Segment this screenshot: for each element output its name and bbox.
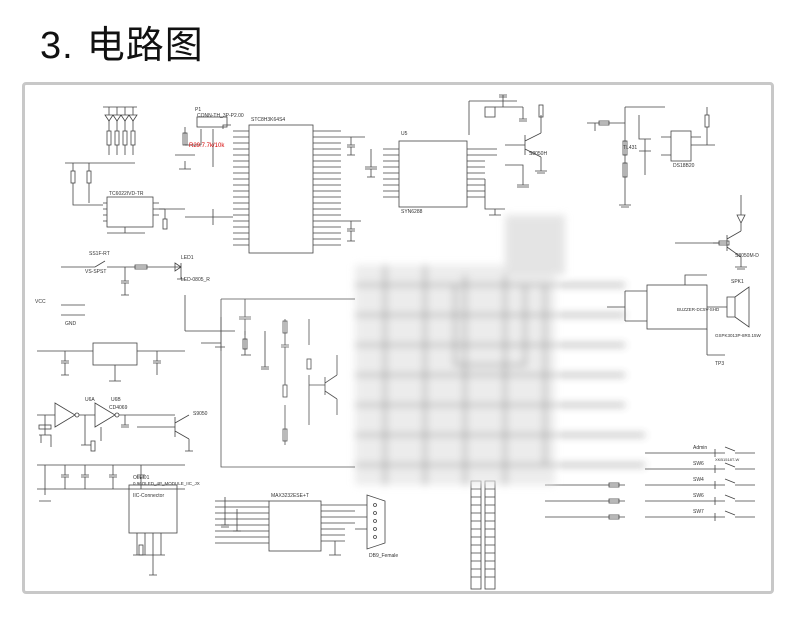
u6b-label: U6B [111, 397, 121, 403]
header-connector [470, 480, 496, 590]
u4-chip [103, 196, 185, 234]
u4-part-label: TC6022IVD-TR [109, 191, 144, 197]
key-5-label: SW7 [693, 509, 704, 515]
spk1-label: SPK1 [731, 279, 744, 285]
blurred-region [355, 215, 645, 485]
u3-rs232 [215, 497, 355, 556]
led1-part-label: LED-0805_R [181, 277, 210, 283]
ss1-label: SS1F-RT [89, 251, 110, 257]
u5-speech-chip [365, 140, 529, 216]
reference-circuit [587, 106, 715, 208]
page-title: 3. 电路图 [40, 14, 204, 69]
pwm-section [184, 295, 269, 370]
key-4-label: SW6 [693, 493, 704, 499]
ds18b20-label: DS18B20 [673, 163, 695, 169]
q2-part-label: S8050M-D [735, 253, 759, 259]
u2-part-label: STC8H3K64S4 [251, 117, 285, 123]
r29-note: R29:7.7k/10k [189, 143, 225, 149]
q3-part-label: S9050 [193, 411, 208, 417]
spk1-part-label: GSPK3013P-8R0.15W [715, 333, 762, 338]
tl431-label: TL431 [623, 145, 637, 151]
u6-part-label: CD4069 [109, 405, 128, 411]
tp-label: TP3 [715, 361, 724, 367]
u3-part-label: MAX3232ESE+T [271, 493, 309, 499]
section-title: 电路图 [86, 23, 204, 67]
decoupling-caps [37, 464, 185, 502]
led1-label: LED1 [181, 255, 194, 261]
led-resistor-network [65, 106, 138, 206]
key-switches [545, 446, 755, 521]
u5-label: U5 [401, 131, 408, 137]
oled-module [128, 484, 178, 576]
switch-led-row [61, 260, 185, 316]
oled-part-label: 0.96OLED_4P_MODULE_IIC_JX [133, 481, 200, 486]
q2-transistor [675, 195, 747, 270]
schematic-frame: TC6022IVD-TR P1 CONN-TH_3P-P2.00 R29:7.7… [22, 82, 774, 594]
oscillator-circuit [37, 402, 193, 452]
section-number: 3. [40, 25, 74, 67]
key-2-label: SW6 [693, 461, 704, 467]
regulator-circuit [37, 342, 185, 382]
p1-part-label: CONN-TH_3P-P2.00 [197, 113, 244, 119]
p1-connector [175, 116, 231, 170]
db9-connector [355, 494, 386, 550]
u5-part-label: SYN6288 [401, 209, 423, 215]
middle-network [220, 298, 355, 468]
key-part-label: XKB1518T-W [715, 457, 739, 462]
crystal-circuit [468, 94, 527, 135]
vcc-label: VCC [35, 299, 46, 305]
buzzer-speaker [607, 274, 750, 356]
key-3-label: SW4 [693, 477, 704, 483]
db9-label: DB9_Female [369, 553, 398, 559]
key-1-label: Admin [693, 445, 707, 451]
u2-mcu [185, 124, 365, 254]
circuit-schematic: TC6022IVD-TR P1 CONN-TH_3P-P2.00 R29:7.7… [35, 94, 762, 590]
q1-part-label: S8050H [529, 151, 547, 157]
oled-label: OLED1 [133, 475, 150, 481]
ss1-part-label: VS-SPST [85, 269, 106, 275]
q1-transistor [505, 104, 547, 174]
gnd-label: GND [65, 321, 77, 327]
u6a-label: U6A [85, 397, 95, 403]
p1-label: P1 [195, 107, 201, 113]
iic-label: IIC-Connector [133, 493, 164, 499]
buzzer-part-label: BUZZER-DC5V-SHD [677, 307, 720, 312]
